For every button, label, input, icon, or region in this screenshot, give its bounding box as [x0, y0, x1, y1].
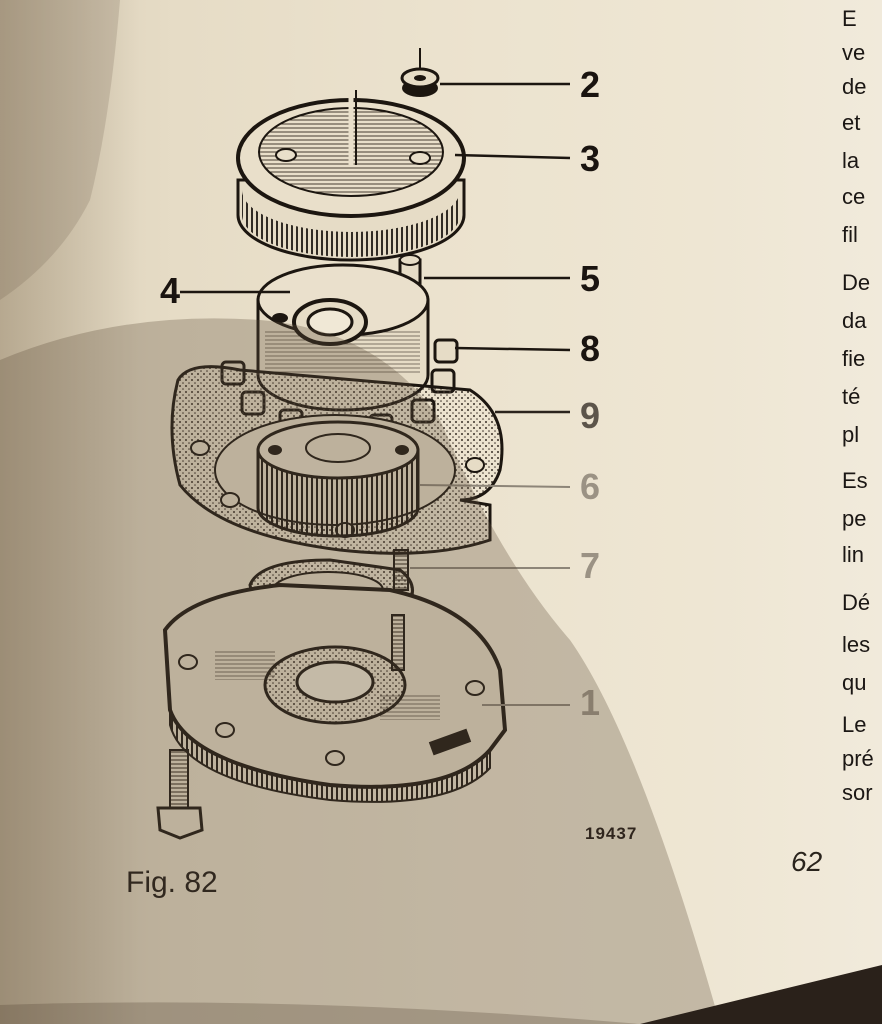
part-bolt: [156, 749, 204, 840]
callout-label: 1: [580, 682, 601, 723]
exploded-view-drawing: [156, 48, 571, 840]
text-line: les: [842, 632, 871, 657]
text-line: fie: [842, 346, 866, 371]
text-line: fil: [842, 222, 858, 247]
text-line: da: [842, 308, 867, 333]
text-line: sor: [842, 780, 873, 805]
callout-label: 5: [580, 258, 601, 299]
text-line: E: [842, 6, 857, 31]
text-line: pl: [842, 422, 860, 447]
text-line: De: [842, 270, 871, 295]
part-nut: [400, 48, 570, 97]
exploded-view-figure: 2 3 4 5 8 9 6 7 1 19437: [130, 30, 650, 843]
text-line: Le: [842, 712, 867, 737]
callout-label: 9: [580, 395, 601, 436]
callout-label: 6: [580, 466, 601, 507]
figure-caption: Fig. 82: [126, 866, 218, 899]
drawing-number: 19437: [585, 824, 638, 843]
part-filter-cap: [236, 90, 571, 262]
page-fold-shadow: [0, 0, 140, 1024]
text-line: Es: [842, 468, 868, 493]
part-rotor-hub: [256, 420, 571, 538]
text-line: la: [842, 148, 860, 173]
callout-label: 3: [580, 138, 601, 179]
cut-off-body-text: E ve de et la ce fil De da fie té pl Es …: [842, 0, 882, 820]
text-line: qu: [842, 670, 867, 695]
text-line: pe: [842, 506, 867, 531]
text-line: lin: [842, 542, 865, 567]
callout-label: 8: [580, 328, 601, 369]
page-lower-edge: [0, 965, 882, 1024]
callout-label: 4: [160, 270, 181, 311]
text-line: té: [842, 384, 861, 409]
page-number: 62: [791, 846, 823, 877]
part-base-plate: [162, 582, 570, 803]
text-line: Dé: [842, 590, 871, 615]
text-line: pré: [842, 746, 874, 771]
text-line: de: [842, 74, 867, 99]
text-line: ce: [842, 184, 866, 209]
text-line: ve: [842, 40, 866, 65]
callout-label: 7: [580, 545, 601, 586]
text-line: et: [842, 110, 861, 135]
callout-label: 2: [580, 64, 601, 105]
